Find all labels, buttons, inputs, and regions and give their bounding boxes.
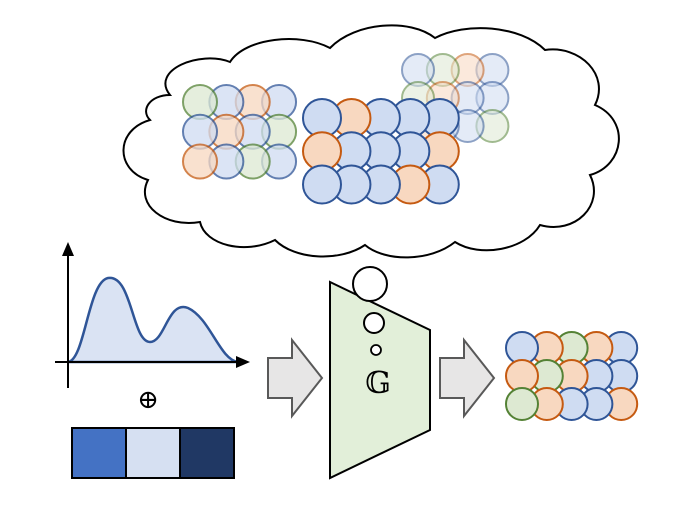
x-axis-arrowhead — [236, 356, 250, 368]
latent-bubble-medium — [363, 312, 385, 334]
atom-sphere — [182, 143, 218, 180]
generator-label: 𝔾 — [365, 366, 391, 401]
palette-swatch-2 — [125, 427, 181, 479]
color-palette-icon — [71, 427, 235, 479]
distribution-curve — [67, 276, 239, 364]
distribution-plot-icon — [55, 242, 250, 388]
palette-swatch-1 — [71, 427, 127, 479]
atom-sphere — [505, 387, 539, 421]
latent-bubble-large — [352, 266, 388, 302]
right-arrow-icon — [439, 337, 496, 419]
generator-trapezoid — [329, 280, 431, 480]
right-arrow-icon — [267, 337, 324, 419]
cloud-crystal-cluster — [182, 53, 510, 205]
generator-icon: 𝔾 — [329, 266, 431, 480]
cloud-icon — [122, 24, 620, 259]
atom-sphere — [302, 164, 342, 205]
crystal-structure-icon — [505, 331, 639, 421]
y-axis-arrowhead — [62, 242, 74, 256]
palette-swatch-3 — [179, 427, 235, 479]
latent-bubble-small — [370, 344, 382, 356]
plus-circle-icon: ⊕ — [137, 385, 159, 415]
